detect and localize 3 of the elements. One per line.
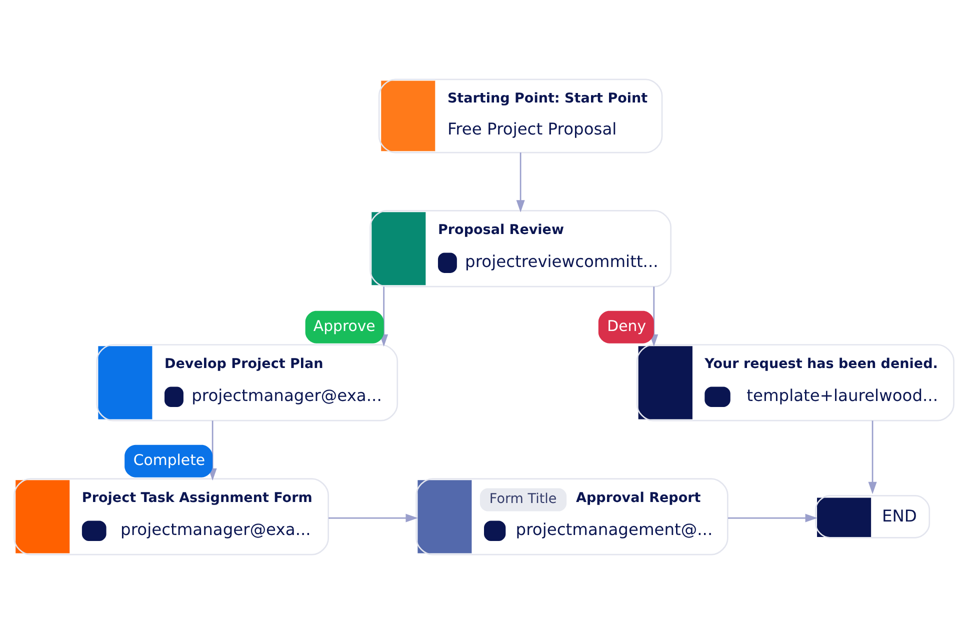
edge-label: Deny [607, 316, 646, 334]
edge-label: Complete [133, 450, 206, 468]
edge-label: Approve [313, 316, 376, 334]
